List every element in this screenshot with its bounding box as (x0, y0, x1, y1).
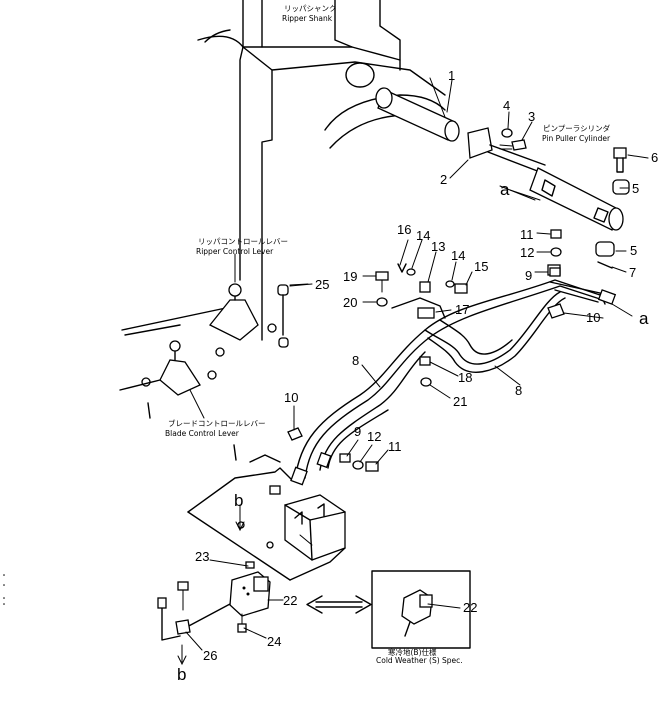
callout-19: 19 (343, 269, 357, 284)
nut-part-21 (420, 377, 432, 387)
callout-10-left: 10 (284, 390, 298, 405)
hose-part-8-right (424, 281, 606, 373)
collar-part-5-upper (612, 179, 630, 195)
ripper-shank-label-jp: リッパシャンク (284, 4, 337, 13)
cold-spec-label-jp: 寒冷地(B)仕様 (388, 647, 437, 657)
callout-22-inset: 22 (463, 600, 477, 615)
leader-lines (185, 79, 649, 651)
connector-b-bottom: b (177, 665, 186, 684)
connector-arrows (177, 504, 245, 666)
callout-13: 13 (431, 239, 445, 254)
ripper-shank-frame (121, 0, 446, 341)
pin-puller-cylinder (467, 127, 624, 231)
connector-b-top: b (234, 491, 243, 510)
rod-part-25 (277, 283, 309, 348)
control-valve (284, 494, 346, 561)
callout-11-lower: 11 (388, 439, 402, 454)
clamp-part-18 (419, 356, 431, 366)
callout-5-lower: 5 (630, 243, 637, 258)
harness-part-26 (157, 597, 231, 641)
callout-2: 2 (440, 172, 447, 187)
cold-weather-inset (371, 570, 471, 649)
callout-21: 21 (453, 394, 467, 409)
edge-marks (3, 574, 5, 605)
callout-4: 4 (503, 98, 510, 113)
callout-16: 16 (397, 222, 411, 237)
bolt-part-3 (499, 139, 527, 151)
collar-part-5-lower (595, 241, 615, 257)
connector-a-right: a (639, 309, 649, 328)
washer-part-12-lower (352, 460, 364, 470)
callout-12-upper: 12 (520, 245, 534, 260)
plate-part-9-upper (549, 267, 561, 277)
callout-15: 15 (474, 259, 488, 274)
callout-24: 24 (267, 634, 281, 649)
callout-22-main: 22 (283, 593, 297, 608)
callout-8-right: 8 (515, 383, 522, 398)
bolt-part-11-top (550, 229, 562, 239)
cold-spec-label-en: Cold Weather (S) Spec. (376, 656, 463, 665)
callout-12-lower: 12 (367, 429, 381, 444)
washer-part-14-right (445, 280, 455, 288)
plate-part-9-lower (339, 453, 351, 463)
blade-lever-label-jp: ブレードコントロールレバー (168, 418, 266, 428)
pin-puller-label-jp: ピンプーラシリンダ (543, 123, 611, 133)
bolt-part-15 (454, 283, 468, 294)
bolt-part-13 (419, 281, 431, 293)
callout-26: 26 (203, 648, 217, 663)
pin-part-6 (613, 147, 627, 173)
callout-8-left: 8 (352, 353, 359, 368)
callout-10-right: 10 (586, 310, 600, 325)
clamp-part-10-right (547, 303, 565, 319)
washer-part-20 (376, 297, 388, 307)
callout-25: 25 (315, 277, 329, 292)
washer-part-12-top (550, 247, 562, 257)
callout-1: 1 (448, 68, 455, 83)
pin-part-1 (375, 77, 460, 142)
callout-7: 7 (629, 265, 636, 280)
callout-20: 20 (343, 295, 357, 310)
ripper-lever-label-en: Ripper Control Lever (196, 247, 274, 256)
pin-puller-label-en: Pin Puller Cylinder (542, 134, 611, 143)
bolt-part-19 (375, 271, 389, 293)
hose-fittings (290, 264, 617, 486)
callout-3: 3 (528, 109, 535, 124)
bracket-part-17 (391, 297, 446, 319)
callout-14-left: 14 (416, 228, 430, 243)
bolt-part-11-lower (365, 461, 379, 472)
callout-6: 6 (651, 150, 658, 165)
callout-17: 17 (455, 302, 469, 317)
ripper-shank-label-en: Ripper Shank (282, 14, 333, 23)
bolt-part-24 (237, 613, 247, 633)
callout-23: 23 (195, 549, 209, 564)
washer-part-14-left (406, 268, 416, 276)
callout-9-lower: 9 (354, 424, 361, 439)
switch-part-22 (229, 571, 271, 617)
double-arrow (306, 595, 372, 614)
blade-lever-label-en: Blade Control Lever (165, 429, 240, 438)
bolt-part-23 (245, 561, 255, 569)
pin-part-7 (597, 261, 613, 269)
bolt-left (177, 581, 189, 611)
callout-14-right: 14 (451, 248, 465, 263)
washer-part-4 (501, 128, 513, 138)
connector-a-left: a (500, 180, 510, 199)
blade-control-lever (119, 340, 237, 461)
ripper-lever-label-jp: リッパコントロールレバー (198, 237, 288, 246)
clamp-part-10-left (287, 427, 303, 441)
callout-11-upper: 11 (520, 227, 534, 242)
clip-part-16 (397, 263, 407, 273)
callout-5-upper: 5 (632, 181, 639, 196)
callout-18: 18 (458, 370, 472, 385)
ripper-control-lever (208, 253, 277, 357)
callout-9-upper: 9 (525, 268, 532, 283)
